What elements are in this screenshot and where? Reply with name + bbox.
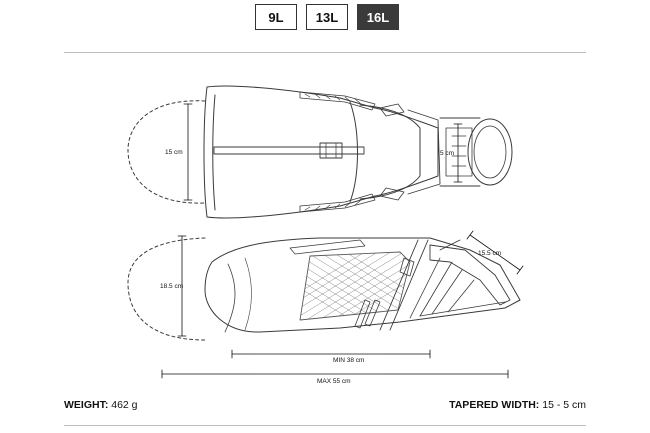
top-view-left-strap [299, 91, 376, 111]
side-view-bag [127, 237, 521, 341]
side-height-label: 18.5 cm [160, 283, 183, 290]
bottom-divider [64, 425, 586, 426]
min-length-label: MIN 38 cm [333, 357, 364, 364]
top-mount-label: 5 cm [440, 150, 454, 157]
top-mount-dimension [453, 123, 463, 183]
tapered-width-label: TAPERED WIDTH: [449, 399, 540, 411]
side-taper-dimension [466, 230, 524, 275]
max-length-label: MAX 55 cm [317, 378, 351, 385]
size-tab-9l[interactable]: 9L [255, 4, 297, 30]
max-length-dimension [161, 369, 509, 379]
weight-label: WEIGHT: [64, 399, 109, 411]
top-height-label: 15 cm [165, 149, 183, 156]
side-view-body [204, 237, 521, 333]
side-taper-label: 15.5 cm [478, 250, 501, 257]
size-tab-16l[interactable]: 16L [357, 4, 399, 30]
top-view-buckle [319, 142, 343, 159]
top-view-expansion-outline [127, 100, 206, 204]
min-length-dimension [231, 349, 431, 359]
tapered-width-value: 15 - 5 cm [542, 399, 586, 411]
top-view-mount [407, 109, 441, 195]
top-view-seatpost-clamp [467, 118, 513, 186]
top-view-bag [127, 85, 513, 219]
size-selector: 9L 13L 16L [255, 4, 399, 30]
top-height-dimension [183, 103, 193, 201]
top-view-body [203, 85, 439, 219]
side-height-dimension [177, 235, 187, 337]
top-view-compression-strap [213, 146, 365, 155]
top-view-right-strap [299, 193, 376, 213]
side-view-mount [429, 244, 511, 306]
weight-value: 462 g [111, 399, 138, 411]
top-divider [64, 52, 586, 53]
size-tab-13l[interactable]: 13L [306, 4, 348, 30]
side-view-mesh-panel [299, 251, 411, 321]
weight-spec: WEIGHT: 462 g [64, 399, 138, 411]
side-view-expansion-outline [127, 237, 206, 341]
tapered-width-spec: TAPERED WIDTH: 15 - 5 cm [449, 399, 586, 411]
